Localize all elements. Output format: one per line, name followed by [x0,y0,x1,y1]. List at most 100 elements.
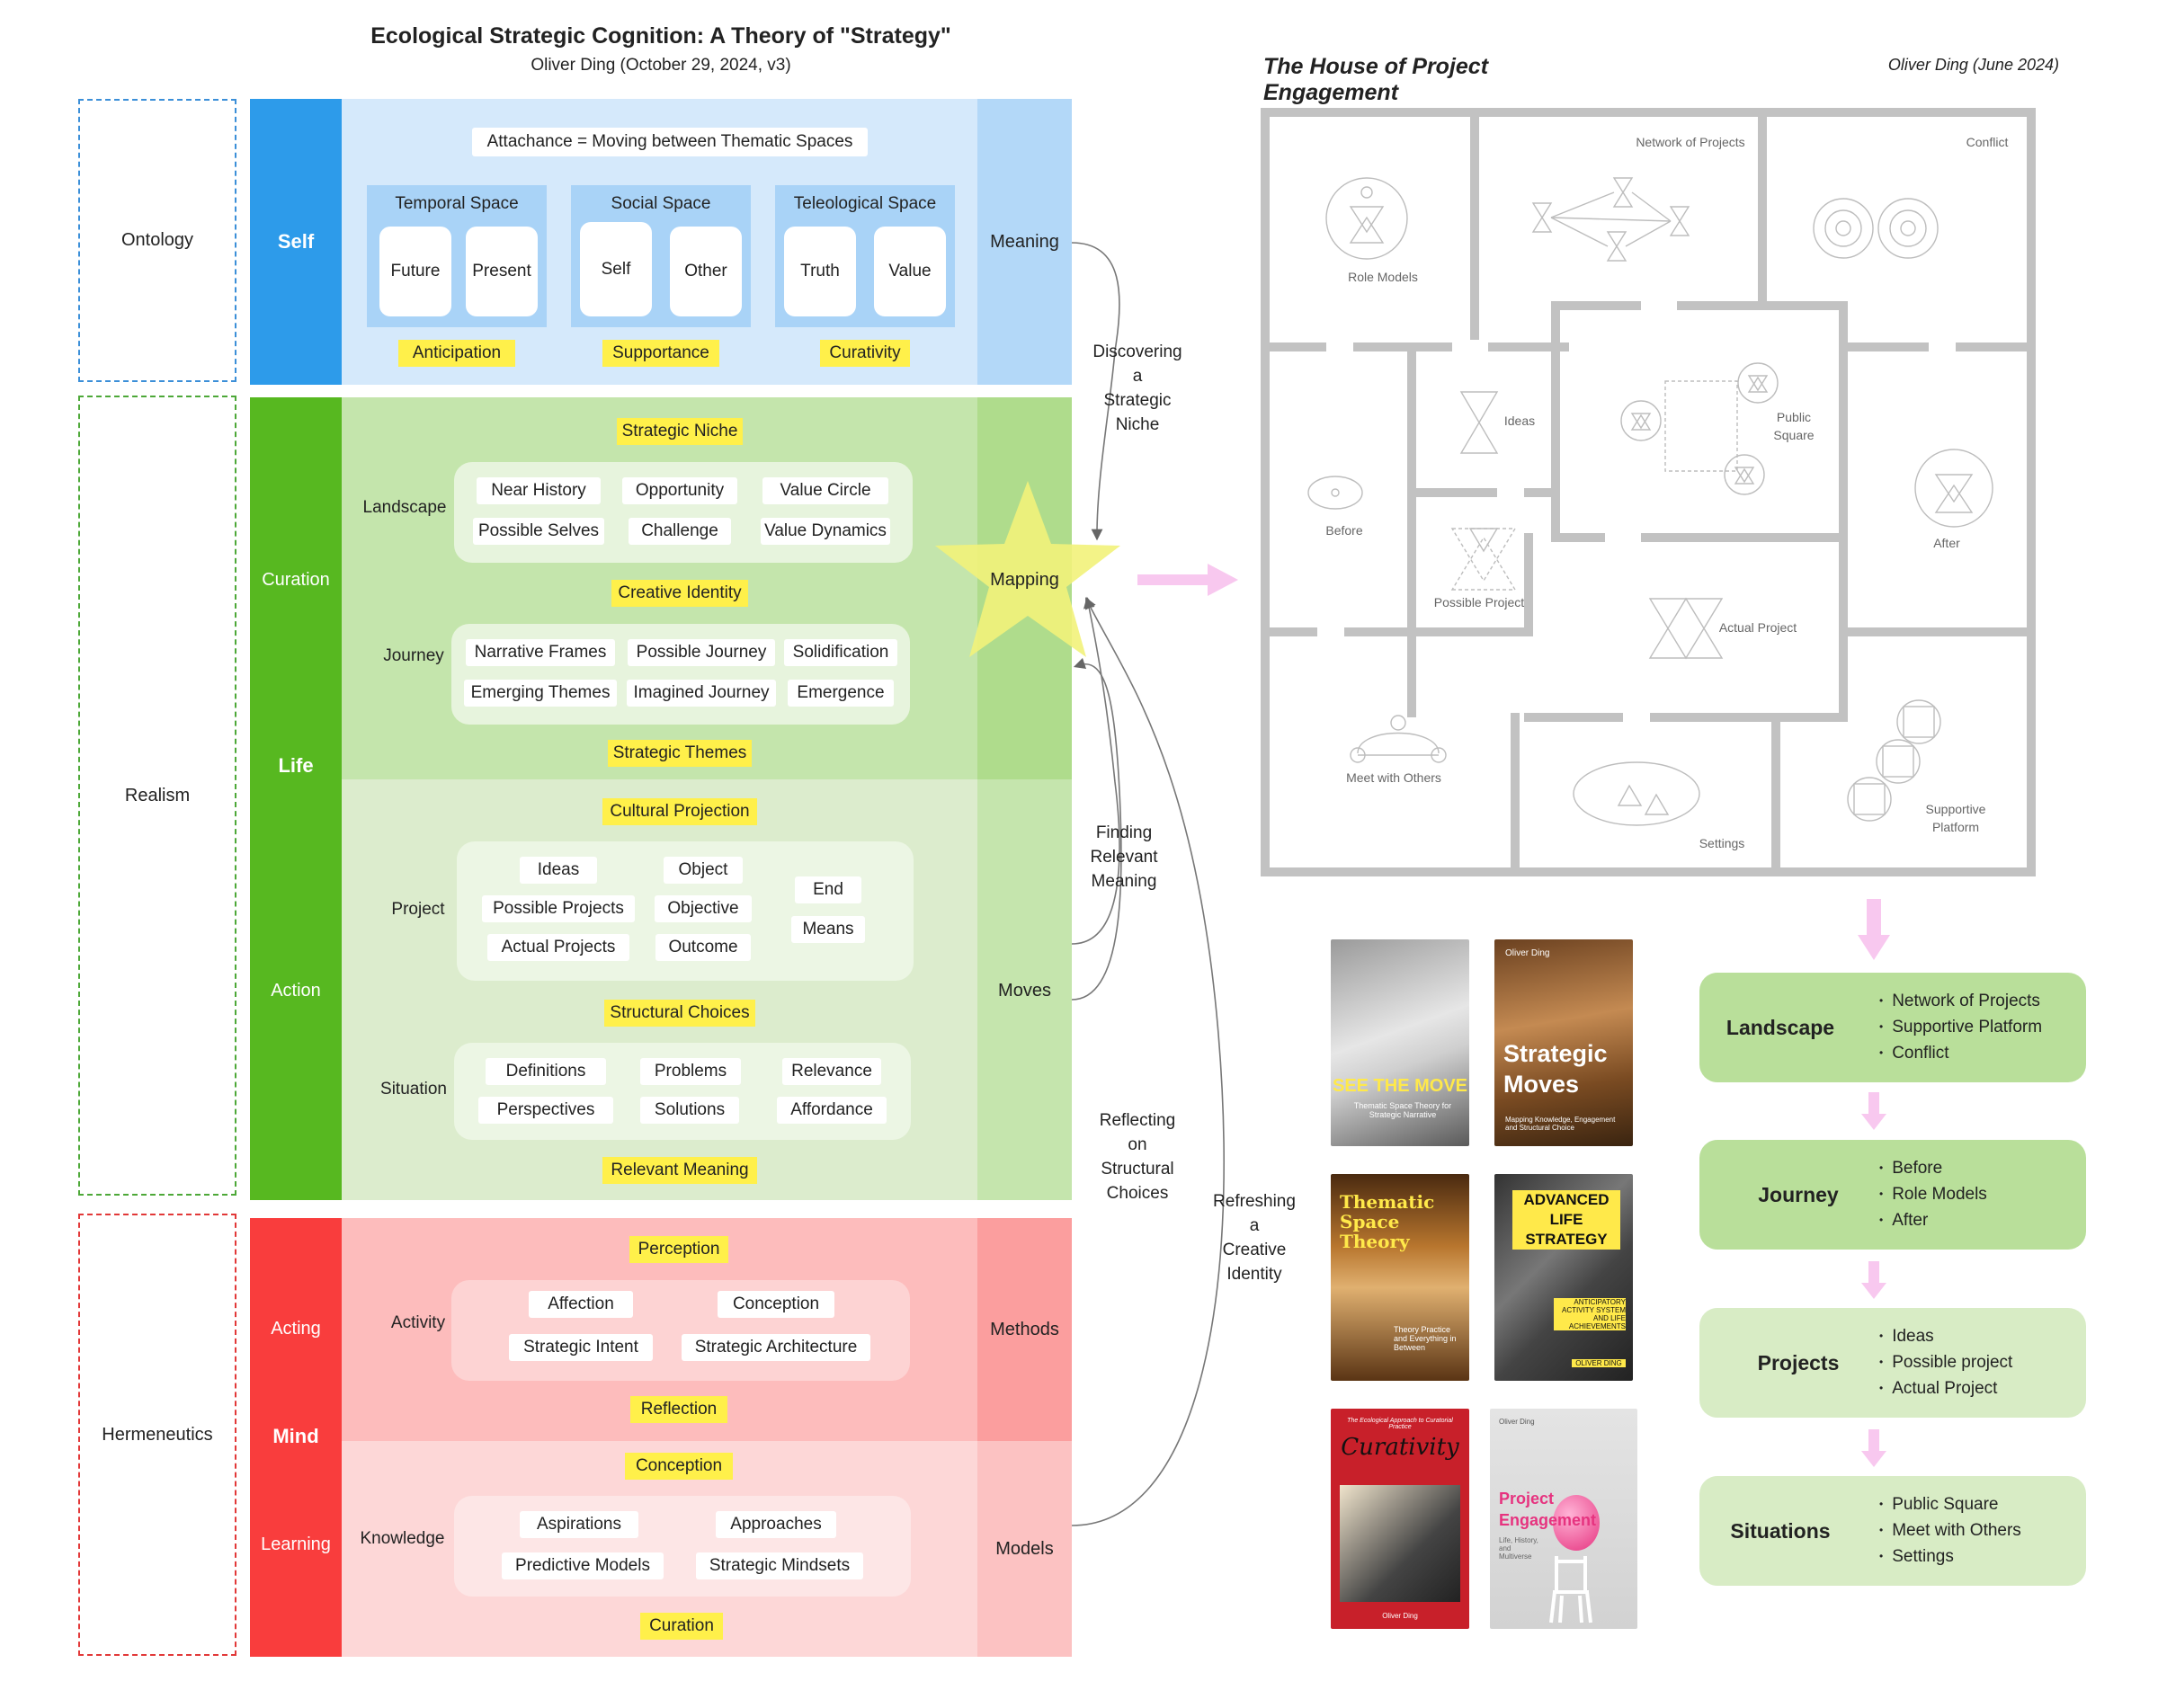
room-conflict: Conflict [1966,135,2009,149]
house-title: The House of Project Engagement [1263,54,1489,105]
chip-affordance: Affordance [777,1097,887,1124]
chip-possible-projects: Possible Projects [482,895,635,922]
knowledge-label: Knowledge [360,1529,445,1548]
note-line: Meaning [1091,872,1157,891]
note-line: a [1132,367,1143,386]
chip-conception: Conception [718,1291,834,1318]
acting-label: Acting [271,1318,321,1339]
life-label: Life [278,754,314,777]
finding-note: Finding Relevant Meaning [1079,821,1169,894]
self-cell: Self [580,222,652,316]
note-line: Strategic [1103,391,1172,410]
summary-situations: Situations Public Square Meet with Other… [1699,1476,2086,1586]
book-subtitle: Life, History, and Multiverse [1499,1536,1538,1561]
book-series: The Ecological Approach to Curatorial Pr… [1347,1418,1453,1430]
book-title: Project Engagement [1499,1490,1597,1529]
summary-title: Situations [1730,1518,1831,1543]
mind-column [250,1218,342,1657]
strategic-themes-tag: Strategic Themes [608,740,752,767]
room-after: After [1933,536,1960,550]
balloon-icon [1553,1495,1600,1551]
truth-cell: Truth [784,227,856,316]
note-line: Relevant [1090,848,1158,867]
room-actual-project: Actual Project [1718,620,1797,635]
summary-title: Landscape [1726,1015,1835,1039]
present-cell: Present [466,227,538,316]
activity-label: Activity [390,1313,446,1332]
summary-item: Role Models [1879,1182,1987,1208]
chip-end: End [795,876,861,903]
reflecting-note: Reflecting on Structural Choices [1088,1108,1187,1205]
chip-opportunity: Opportunity [622,477,737,504]
chip-ideas: Ideas [520,857,597,884]
mind-label: Mind [272,1425,319,1447]
note-line: Choices [1106,1184,1169,1203]
discovering-note: Discovering a Strategic Niche [1088,340,1187,437]
note-line: Structural [1101,1160,1174,1179]
perception-tag: Perception [629,1236,728,1263]
note-line: Reflecting [1099,1111,1176,1130]
arrow-down-icon [1858,899,1890,960]
book-title: SEE THE MOVE [1332,1076,1468,1096]
future-cell: Future [379,227,451,316]
chip-affection: Affection [529,1291,633,1318]
chip-strategic-intent: Strategic Intent [509,1334,653,1361]
action-label: Action [271,980,321,1001]
room-settings: Settings [1699,836,1745,850]
chip-emerging-themes: Emerging Themes [464,680,617,707]
chip-approaches: Approaches [716,1511,836,1538]
structural-choices-tag: Structural Choices [604,1000,755,1027]
book-strategic-moves: Oliver Ding Strategic Moves Mapping Know… [1494,939,1633,1146]
note-line: a [1249,1216,1260,1235]
life-column [250,397,342,1200]
refreshing-note: Refreshing a Creative Identity [1205,1189,1304,1286]
arrow-right-icon [1137,564,1238,596]
chip-value-dynamics: Value Dynamics [761,518,890,545]
left-title: Ecological Strategic Cognition: A Theory… [370,22,951,49]
conception-tag: Conception [625,1453,733,1480]
cultural-projection-tag: Cultural Projection [602,798,757,825]
book-curativity: The Ecological Approach to Curatorial Pr… [1331,1409,1469,1629]
chip-narrative-frames: Narrative Frames [466,639,615,666]
relevant-meaning-tag: Relevant Meaning [602,1157,757,1184]
star-icon [935,481,1120,657]
note-line: Identity [1226,1265,1282,1284]
meaning-label: Meaning [977,99,1072,385]
book-author: OLIVER DING [1572,1359,1626,1367]
reflection-tag: Reflection [630,1396,727,1423]
summary-projects: Projects Ideas Possible project Actual P… [1699,1308,2086,1418]
teleological-space-title: Teleological Space [793,194,937,213]
summary-item: Conflict [1879,1041,2042,1067]
chip-perspectives: Perspectives [478,1097,613,1124]
temporal-space-title: Temporal Space [395,194,519,213]
chip-solidification: Solidification [784,639,897,666]
journey-label: Journey [383,646,444,665]
book-subtitle: ANTICIPATORY ACTIVITY SYSTEM AND LIFE AC… [1554,1298,1626,1330]
models-label: Models [977,1441,1072,1657]
chip-strategic-architecture: Strategic Architecture [682,1334,870,1361]
activity-plate [451,1280,910,1381]
supportance-tag: Supportance [602,340,719,367]
learning-label: Learning [261,1534,331,1554]
chip-problems: Problems [640,1058,741,1085]
note-line: on [1128,1135,1147,1154]
chip-challenge: Challenge [629,518,731,545]
summary-title: Journey [1758,1182,1839,1206]
summary-item: After [1879,1208,1987,1234]
book-author: Oliver Ding [1499,1418,1535,1426]
anticipation-tag: Anticipation [398,340,515,367]
summary-journey: Journey Before Role Models After [1699,1140,2086,1250]
chair-icon [1549,1556,1592,1623]
chip-strategic-mindsets: Strategic Mindsets [696,1552,863,1579]
chip-near-history: Near History [477,477,601,504]
chip-imagined-journey: Imagined Journey [627,680,776,707]
chip-aspirations: Aspirations [520,1511,638,1538]
left-subtitle: Oliver Ding (October 29, 2024, v3) [531,56,791,75]
summary-item: Actual Project [1879,1376,2012,1402]
summary-item: Before [1879,1156,1987,1182]
book-title: Curativity [1341,1434,1459,1461]
realism-box: Realism [78,396,236,1196]
book-subtitle: Theory Practice and Everything in Betwee… [1394,1325,1457,1352]
arrow-down-icon [1861,1092,1886,1130]
summary-item: Possible project [1879,1350,2012,1376]
